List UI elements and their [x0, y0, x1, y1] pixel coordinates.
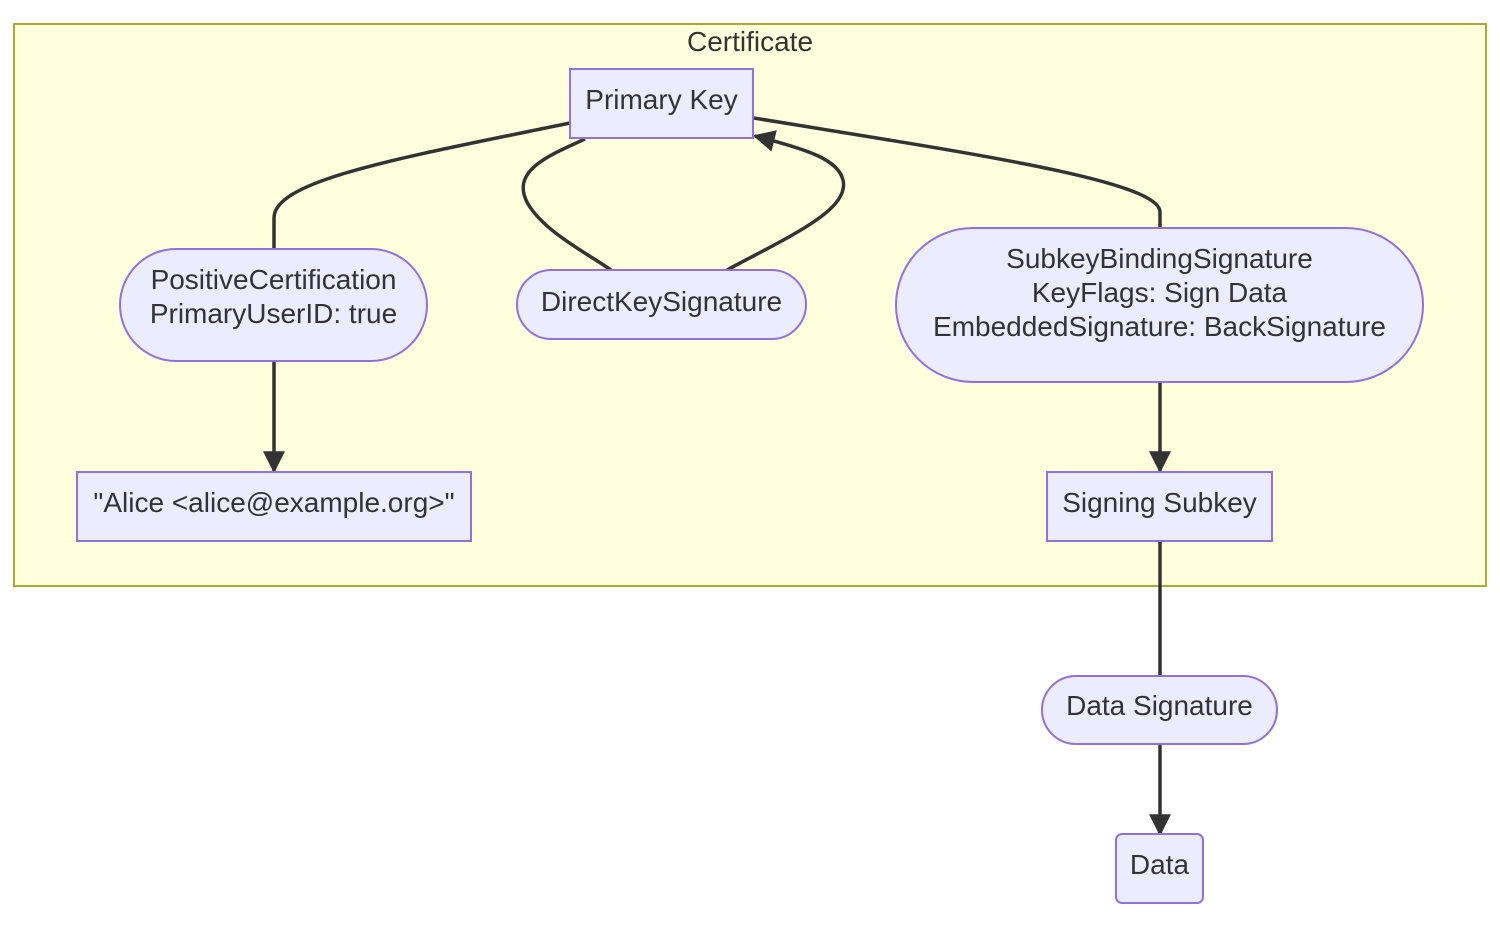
- node-positive-certification-line-1: PositiveCertification: [151, 264, 397, 295]
- node-positive-certification-box: [119, 248, 428, 362]
- edges: [263, 116, 1171, 837]
- node-signing-subkey-label: Signing Subkey: [1062, 487, 1257, 518]
- node-signing-subkey-box: [1046, 471, 1273, 542]
- node-primary-key-box: [569, 68, 754, 139]
- node-data-label: Data: [1130, 849, 1190, 880]
- node-data-box: [1115, 833, 1204, 904]
- node-positive-certification: PositiveCertification PrimaryUserID: tru…: [119, 248, 428, 362]
- node-subkey-binding-signature-line-3: EmbeddedSignature: BackSignature: [933, 311, 1386, 342]
- node-subkey-binding-signature: SubkeyBindingSignature KeyFlags: Sign Da…: [895, 227, 1424, 383]
- node-subkey-binding-signature-box: [895, 227, 1424, 383]
- edge-primary-key-to-subkey-binding-sig: [753, 116, 1162, 228]
- node-signing-subkey: Signing Subkey: [1046, 471, 1273, 542]
- node-direct-key-signature-box: [516, 269, 807, 340]
- node-user-id: "Alice <alice@example.org>": [76, 471, 472, 542]
- node-subkey-binding-signature-line-1: SubkeyBindingSignature: [1006, 243, 1313, 274]
- edge-direct-key-sig-to-primary-key: [726, 130, 846, 272]
- node-data-signature-box: [1041, 675, 1278, 745]
- node-primary-key: Primary Key: [569, 68, 754, 139]
- node-data-signature: Data Signature: [1041, 675, 1278, 745]
- node-primary-key-label: Primary Key: [585, 84, 737, 115]
- node-subkey-binding-signature-line-2: KeyFlags: Sign Data: [1032, 277, 1288, 308]
- node-direct-key-signature-label: DirectKeySignature: [541, 286, 782, 317]
- node-user-id-label: "Alice <alice@example.org>": [93, 487, 454, 518]
- node-positive-certification-line-2: PrimaryUserID: true: [150, 298, 397, 329]
- edge-primary-key-to-direct-key-sig: [521, 137, 612, 272]
- node-data: Data: [1115, 833, 1204, 904]
- node-user-id-box: [76, 471, 472, 542]
- edge-primary-key-to-positive-cert: [272, 121, 571, 249]
- node-data-signature-label: Data Signature: [1066, 690, 1253, 721]
- node-direct-key-signature: DirectKeySignature: [516, 269, 807, 340]
- certificate-cluster-label: Certificate: [687, 26, 813, 57]
